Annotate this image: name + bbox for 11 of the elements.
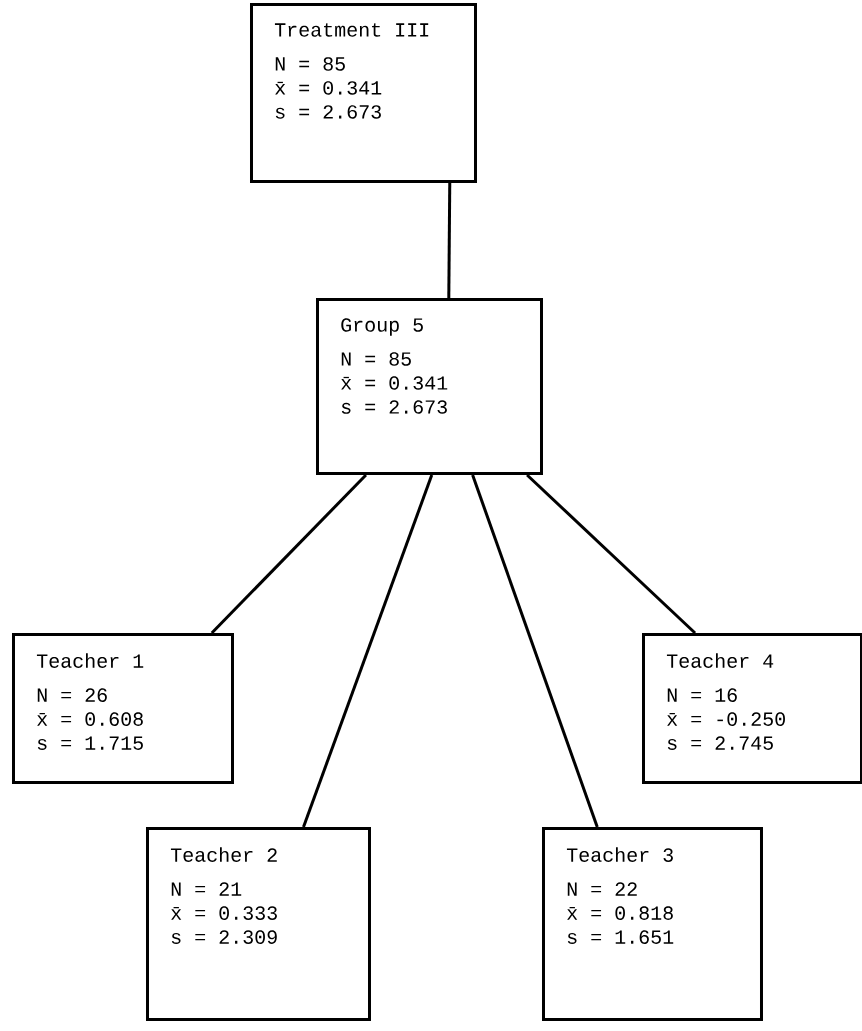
- stats-box: Teacher 4 N = 16 x̄ = -0.250 s = 2.745: [642, 633, 862, 784]
- stats-box: Teacher 2 N = 21 x̄ = 0.333 s = 2.309: [146, 827, 371, 1021]
- connector-line: [471, 474, 599, 828]
- stats-box: Teacher 3 N = 22 x̄ = 0.818 s = 1.651: [542, 827, 763, 1021]
- connector-line: [210, 473, 367, 635]
- connector-line: [526, 473, 697, 635]
- stats-box: Group 5 N = 85 x̄ = 0.341 s = 2.673: [316, 298, 543, 475]
- connector-line: [302, 474, 434, 828]
- connector-line: [447, 183, 452, 299]
- stats-box: Treatment III N = 85 x̄ = 0.341 s = 2.673: [250, 3, 477, 183]
- stats-box: Teacher 1 N = 26 x̄ = 0.608 s = 1.715: [12, 633, 234, 784]
